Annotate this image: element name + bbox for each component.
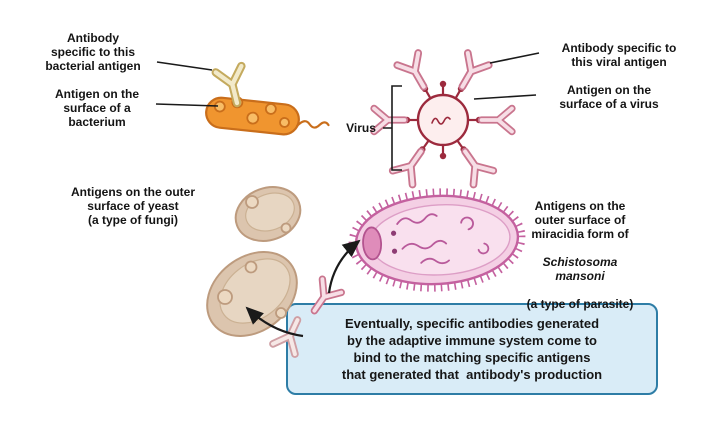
virus-bracket <box>383 85 402 171</box>
apical-papilla <box>362 226 383 261</box>
virus-capsid <box>416 93 470 147</box>
virus-antigen-label: Antigen on the surface of a virus <box>559 83 659 111</box>
summary-text: Eventually, specific antibodies generate… <box>341 316 603 382</box>
virus-spikes <box>403 80 483 160</box>
viral-antibodies <box>374 53 512 185</box>
miracidia-body <box>354 194 520 286</box>
bacterium-antibody-label-line <box>156 61 213 71</box>
virus-antigen-label-line <box>473 94 537 100</box>
miracidia-arrow-icon <box>327 239 361 294</box>
bacterium-antigen-label-line <box>155 103 219 107</box>
virus-illustration <box>374 52 540 185</box>
bacterial-antibody-icon <box>216 66 250 106</box>
bacterium-antibody-label: Antibody specific to this bacterial anti… <box>45 31 141 73</box>
bacterium-antigen-label: Antigen on the surface of a bacterium <box>55 87 139 129</box>
parasite-species-name: Schistosoma mansoni <box>542 255 618 283</box>
parasite-label-top: Antigens on the outer surface of miracid… <box>531 199 629 241</box>
parasite-label-bottom: (a type of parasite) <box>526 297 634 311</box>
summary-box: Eventually, specific antibodies generate… <box>286 303 658 395</box>
virus-antibody-label-line <box>489 52 540 64</box>
miracidia-illustration <box>348 188 526 292</box>
virus-genome-icon <box>431 116 451 125</box>
yeast-label: Antigens on the outer surface of yeast (… <box>71 185 195 227</box>
yeast-cell-small <box>234 186 302 242</box>
bacterium-antigen-bumps <box>213 96 290 128</box>
parasite-label: Antigens on the outer surface of miracid… <box>506 185 654 325</box>
bacterium-body <box>205 96 300 136</box>
virus-antibody-label: Antibody specific to this viral antigen <box>561 41 677 69</box>
virus-name-label: Virus <box>346 121 376 135</box>
miracidia-internal-structures <box>396 213 490 265</box>
cilia-icon <box>348 188 526 292</box>
bacterium-illustration <box>155 61 330 136</box>
flagellum-icon <box>296 120 330 129</box>
